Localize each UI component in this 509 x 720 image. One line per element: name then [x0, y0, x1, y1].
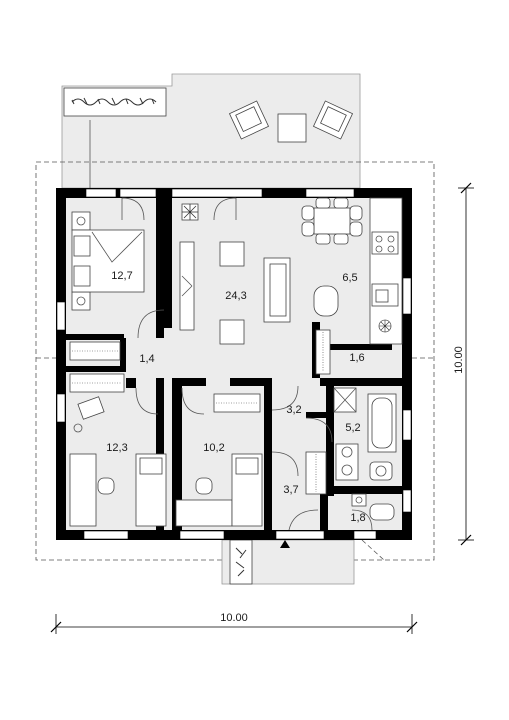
patio-chair-right [312, 100, 354, 140]
room-area-living: 24,3 [225, 290, 246, 302]
width-label: 10.00 [220, 612, 248, 624]
bedroom-2-furniture [69, 373, 167, 527]
bedroom-1-furniture [69, 211, 145, 361]
width-dimension: 10.00 [50, 612, 418, 634]
bathroom-fixtures [333, 387, 397, 521]
bedroom-3-furniture [175, 393, 263, 527]
room-area-hall: 1,4 [139, 353, 154, 365]
armchair [219, 241, 245, 267]
tv-stand [179, 241, 195, 331]
height-label: 10.00 [453, 346, 465, 374]
room-area-wc: 1,8 [350, 512, 365, 524]
nightstand [71, 211, 91, 231]
room-area-pantry: 1,6 [349, 352, 364, 364]
stove [371, 231, 399, 255]
living-furniture [179, 197, 363, 345]
patio-chair-left [228, 100, 270, 140]
porch-planter [229, 539, 253, 585]
room-area-bedroom-2: 12,3 [106, 442, 127, 454]
desk-3 [175, 499, 233, 527]
entrance-wardrobe [305, 451, 327, 495]
toilet [369, 461, 393, 481]
chair [77, 396, 105, 420]
room-labels: 12,7 24,3 6,5 1,4 1,6 12,3 10,2 3,2 5,2 … [106, 270, 365, 524]
desk [69, 453, 97, 527]
double-sink [335, 443, 359, 481]
wc-toilet [369, 503, 395, 521]
room-area-kitchen: 6,5 [342, 272, 357, 284]
room-area-bedroom-3: 10,2 [203, 442, 224, 454]
room-area-corridor: 3,2 [286, 404, 301, 416]
height-dimension: 10.00 [453, 182, 474, 546]
windows [56, 188, 412, 540]
room-area-bathroom: 5,2 [345, 422, 360, 434]
kitchen-island [313, 285, 339, 317]
kitchen-counter [369, 197, 403, 345]
patio-table [277, 113, 307, 143]
room-area-entrance: 3,7 [283, 484, 298, 496]
terrace [61, 73, 361, 189]
dining-table [313, 207, 351, 235]
door-swings [121, 197, 373, 531]
wc-sink [351, 493, 367, 507]
room-area-bedroom-1: 12,7 [111, 270, 132, 282]
planter-box [63, 87, 167, 117]
